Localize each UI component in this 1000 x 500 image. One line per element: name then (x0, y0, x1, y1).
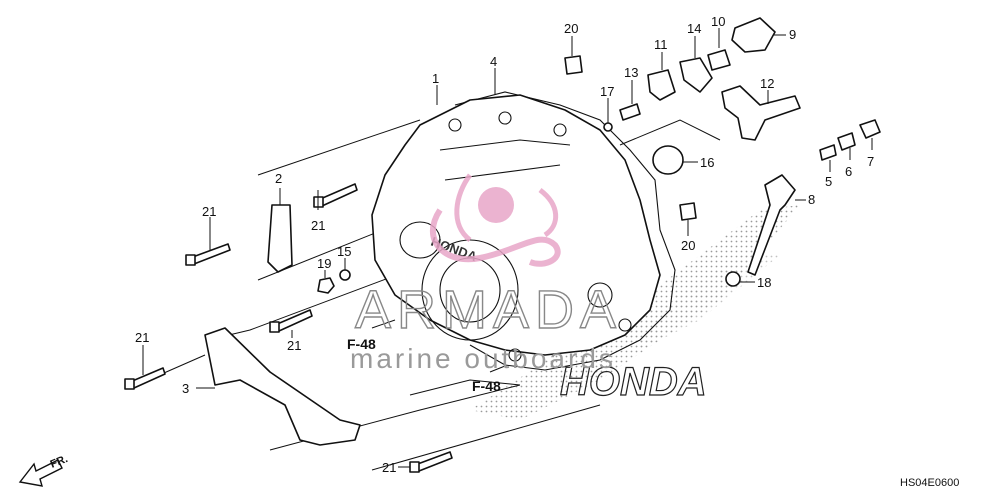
watermark-title: ARMADA (355, 280, 622, 340)
callout-21-a: 21 (202, 204, 216, 219)
gasket-outline (454, 91, 676, 371)
callout-21-c: 21 (287, 338, 301, 353)
dowel-20-right (679, 202, 697, 221)
front-arrow-label: FR. (49, 453, 70, 471)
callout-18: 18 (757, 275, 771, 290)
callout-7: 7 (867, 154, 874, 169)
background-brand-text: HONDA (560, 360, 707, 404)
reference-labels: F-48 F-48 (347, 319, 506, 394)
callout-8: 8 (808, 192, 815, 207)
nut-19 (317, 277, 335, 294)
callout-9: 9 (789, 27, 796, 42)
bolt-5 (819, 144, 837, 161)
plate-14 (679, 57, 713, 93)
diagram-code: HS04E0600 (900, 477, 959, 489)
watermark-emblem (429, 173, 561, 267)
callout-19: 19 (317, 256, 331, 271)
ref-f48-left: F-48 (347, 336, 376, 352)
cap-7 (859, 119, 881, 139)
washer-15 (339, 269, 351, 281)
o-ring-17 (603, 122, 613, 132)
callout-2: 2 (275, 171, 282, 186)
callout-6: 6 (845, 164, 852, 179)
callout-4: 4 (490, 54, 497, 69)
callout-20-right: 20 (681, 238, 695, 253)
watermark: ARMADA marine outboards (350, 173, 622, 374)
callout-3: 3 (182, 381, 189, 396)
callout-5: 5 (825, 174, 832, 189)
callout-14: 14 (687, 21, 701, 36)
callout-15: 15 (337, 244, 351, 259)
spring-6 (837, 132, 856, 151)
o-ring-18 (725, 271, 741, 287)
watermark-subtitle: marine outboards (350, 343, 616, 374)
callouts: 1 2 3 4 5 6 7 8 9 10 11 12 13 14 15 16 1 (135, 14, 874, 475)
callout-21-d: 21 (135, 330, 149, 345)
front-arrow: FR. (18, 453, 70, 487)
front-arrow-icon (18, 459, 63, 487)
callout-1: 1 (432, 71, 439, 86)
stay-3 (204, 327, 361, 446)
callout-10: 10 (711, 14, 725, 29)
bracket-2 (267, 204, 293, 273)
bolt-13 (619, 103, 641, 121)
shift-arm-12 (721, 85, 801, 141)
dowel-20-top (564, 55, 583, 75)
bearing-16 (652, 145, 684, 175)
callout-12: 12 (760, 76, 774, 91)
callout-17: 17 (600, 84, 614, 99)
callout-21-e: 21 (382, 460, 396, 475)
callout-13: 13 (624, 65, 638, 80)
ref-f48-right: F-48 (472, 378, 501, 394)
flange-bolts (124, 183, 453, 473)
dipstick-8 (747, 174, 796, 276)
callout-11: 11 (654, 37, 668, 52)
callout-20-top: 20 (564, 21, 578, 36)
plate-11 (647, 69, 676, 101)
callout-16: 16 (700, 155, 714, 170)
cam-9 (731, 17, 776, 53)
callout-21-b: 21 (311, 218, 325, 233)
spring-10 (707, 49, 731, 71)
